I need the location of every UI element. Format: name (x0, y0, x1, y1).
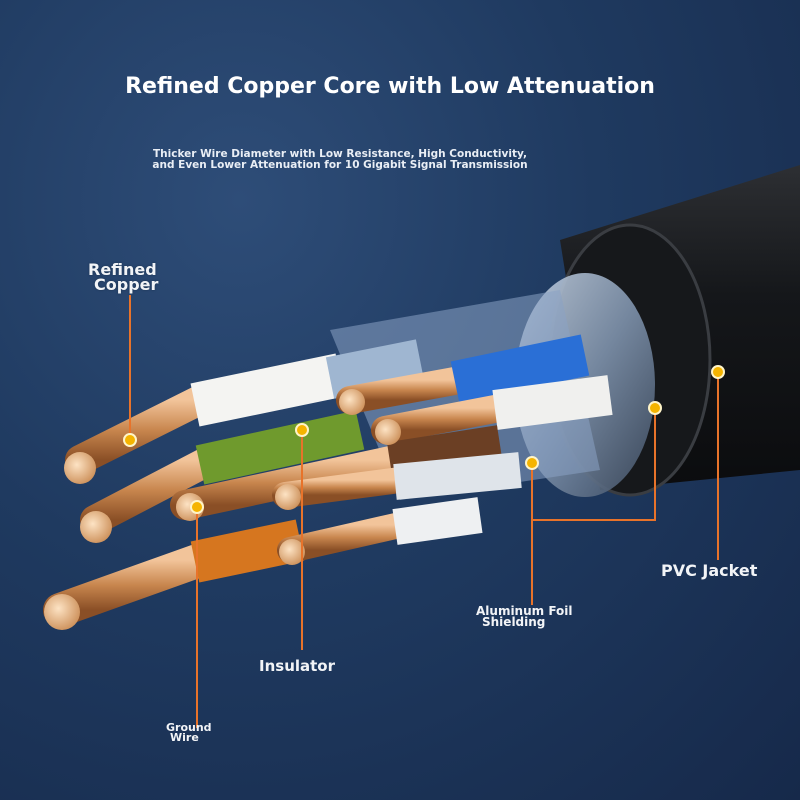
callout-dot-foil-a (525, 456, 539, 470)
label-refined-copper-line-2: Copper (94, 275, 159, 294)
label-ground-wire-line-1: Ground (166, 721, 212, 734)
conductor-white-bottom (277, 497, 483, 563)
callout-dot-pvc (711, 365, 725, 379)
label-pvc-jacket: PVC Jacket (661, 561, 758, 580)
label-refined-copper: Refined Copper (88, 260, 159, 294)
subtitle-line-2: and Even Lower Attenuation for 10 Gigabi… (152, 159, 528, 171)
label-ground-wire-line-2: Wire (170, 731, 199, 744)
callout-lines (129, 295, 719, 728)
conductor-blue (336, 334, 590, 414)
conductor-white-top (65, 339, 425, 475)
callout-dot-ground (190, 500, 204, 514)
conductor-orange (43, 519, 305, 627)
label-aluminum-foil: Aluminum Foil Shielding (476, 604, 573, 629)
label-refined-copper-line-1: Refined (88, 260, 157, 279)
subtitle: Thicker Wire Diameter with Low Resistanc… (120, 149, 560, 171)
conductor-white-mid (371, 375, 613, 444)
callout-dot-foil-b (648, 401, 662, 415)
callout-dot-copper (123, 433, 137, 447)
callout-dot-insulator (295, 423, 309, 437)
page-title: Refined Copper Core with Low Attenuation (125, 74, 655, 99)
label-aluminum-foil-line-1: Aluminum Foil (476, 604, 573, 618)
conductor-white-low (272, 452, 522, 508)
callout-line-foil (531, 408, 656, 521)
label-aluminum-foil-line-2: Shielding (482, 615, 546, 629)
label-insulator: Insulator (259, 657, 336, 675)
subtitle-line-1: Thicker Wire Diameter with Low Resistanc… (152, 148, 528, 160)
label-ground-wire: Ground Wire (166, 721, 212, 744)
conductor-green (80, 410, 365, 535)
callout-dots (123, 365, 725, 514)
